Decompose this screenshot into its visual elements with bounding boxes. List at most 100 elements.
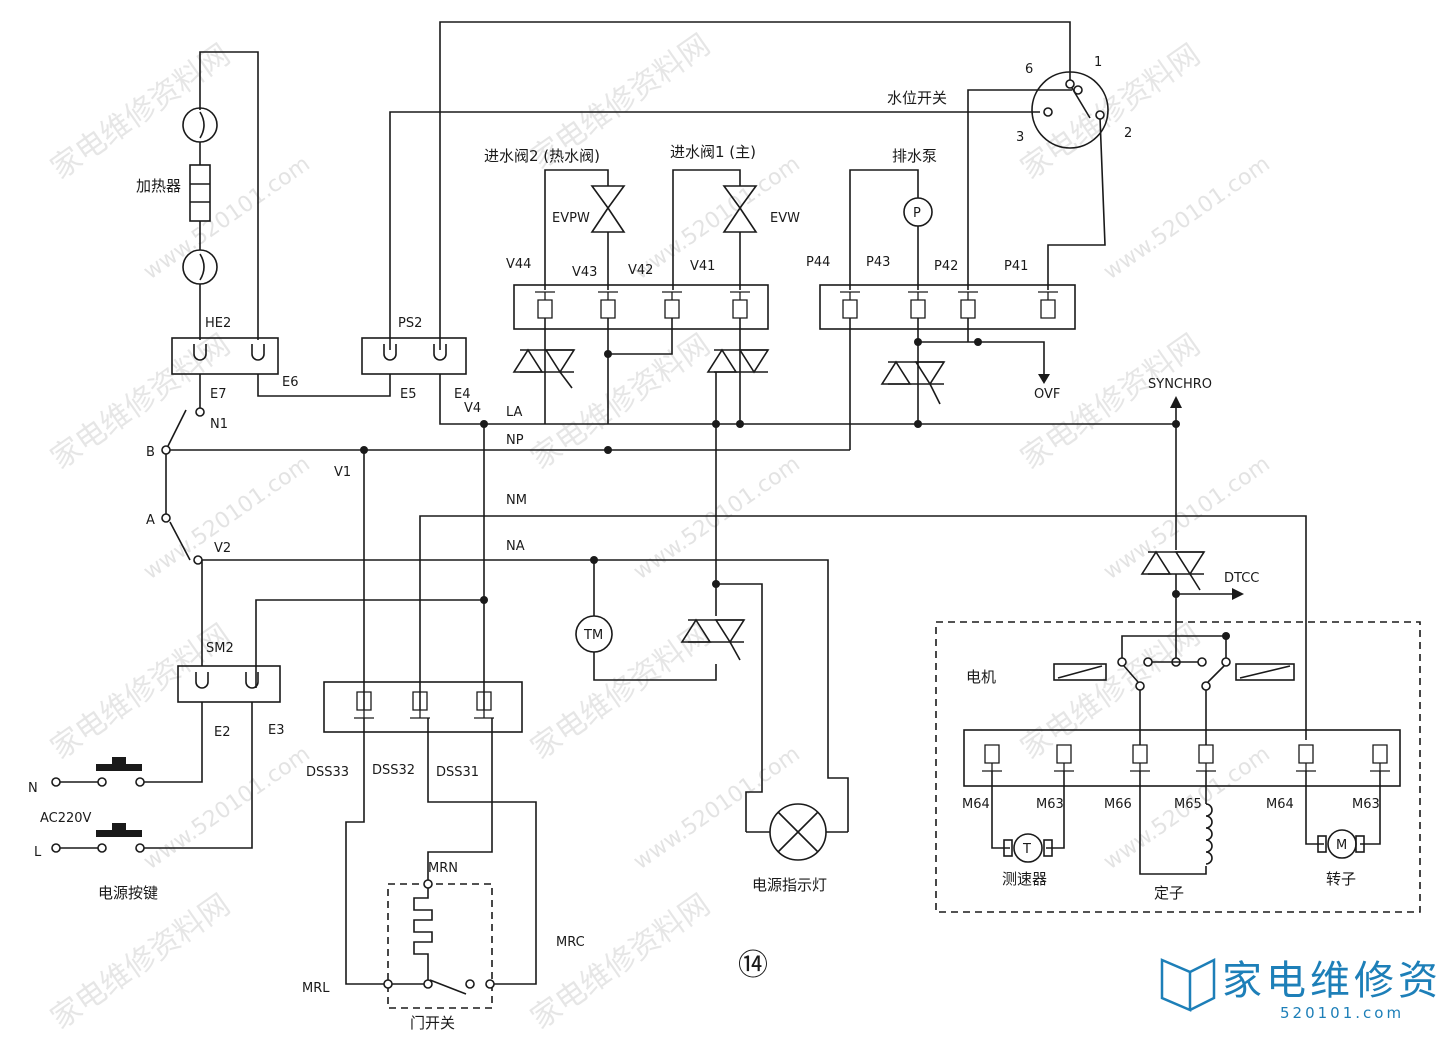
switch-terminal-3 [1043,107,1053,117]
svg-text:MRL: MRL [302,981,330,996]
watermark-text: 家电维修资料网 [525,887,717,1036]
watermark-layer: 家电维修资料网 www.520101.com 家电维修资料网 www.52010… [45,27,1275,1036]
svg-text:V42: V42 [628,263,653,278]
watermark-text: 家电维修资料网 [45,327,237,476]
heater-element-icon [189,164,211,222]
valve-icon [590,185,626,233]
logo-url: 520101.com [1280,1004,1404,1022]
svg-text:排水泵: 排水泵 [892,147,937,165]
svg-text:V1: V1 [334,465,351,480]
svg-text:M64: M64 [1266,797,1294,812]
svg-text:进水阀1 (主): 进水阀1 (主) [670,143,756,161]
watermark-url: www.520101.com [629,451,805,584]
svg-text:V2: V2 [214,541,231,556]
terminal-b [161,445,171,455]
svg-text:P42: P42 [934,259,958,274]
svg-text:M65: M65 [1174,797,1202,812]
svg-text:SYNCHRO: SYNCHRO [1148,377,1212,392]
svg-text:N: N [28,781,38,796]
svg-text:进水阀2 (热水阀): 进水阀2 (热水阀) [484,147,600,165]
svg-text:B: B [146,445,155,460]
power-key: N AC220V L 电源按键 [28,757,158,902]
svg-text:P41: P41 [1004,259,1028,274]
svg-text:TM: TM [583,628,603,643]
watermark-text: 家电维修资料网 [45,887,237,1036]
door-switch: MRN MRC MRL 门开关 [302,861,585,1032]
svg-text:E4: E4 [454,387,471,402]
connector-he2: HE2 E7 E6 [171,316,299,402]
switch-label-3: 3 [1016,130,1024,145]
svg-text:NM: NM [506,493,527,508]
svg-text:DSS31: DSS31 [436,765,479,780]
svg-text:E3: E3 [268,723,285,738]
triac-central [680,424,763,832]
rotor-motor-icon [1327,829,1357,859]
svg-text:MRN: MRN [428,861,458,876]
svg-text:P: P [913,206,921,221]
svg-text:定子: 定子 [1154,884,1184,902]
switch-terminal-2 [1095,110,1105,120]
connector-ps2: PS2 E5 E4 [361,316,471,402]
svg-text:电源按键: 电源按键 [98,884,158,902]
svg-text:电机: 电机 [966,668,996,686]
motor-winding-icon [1235,663,1295,681]
terminal-a [161,513,171,523]
svg-text:V44: V44 [506,257,531,272]
heater-label: 加热器 [136,177,181,195]
svg-text:AC220V: AC220V [40,811,92,826]
svg-text:M64: M64 [962,797,990,812]
motor-winding-icon [1053,663,1107,681]
svg-text:门开关: 门开关 [410,1014,455,1032]
svg-text:E2: E2 [214,725,231,740]
svg-text:LA: LA [506,405,523,420]
watermark-text: 家电维修资料网 [1015,617,1207,766]
triac-valve2 [512,318,576,424]
watermark-url: www.520101.com [139,151,315,284]
svg-text:DSS32: DSS32 [372,763,415,778]
site-logo: 家电维修资料网 520101.com [1160,957,1439,1022]
lamp-icon [769,803,827,861]
svg-text:P44: P44 [806,255,830,270]
svg-text:测速器: 测速器 [1002,870,1047,888]
svg-text:SM2: SM2 [206,641,234,656]
svg-text:N1: N1 [210,417,228,432]
pump-connector: P44 P43 P42 P41 [806,255,1076,330]
motor-triac: DTCC [1140,424,1259,636]
tachometer-icon [1013,833,1043,863]
watermark-text: 家电维修资料网 [45,617,237,766]
valve-connector: V44 V43 V42 V41 [506,257,769,330]
triac-pump [880,360,946,405]
svg-text:DSS33: DSS33 [306,765,349,780]
svg-text:HE2: HE2 [205,316,231,331]
svg-text:E5: E5 [400,387,417,402]
svg-text:PS2: PS2 [398,316,422,331]
power-lamp: 电源指示灯 [746,803,848,894]
switch-label-6: 6 [1025,62,1033,77]
svg-text:A: A [146,513,155,528]
svg-text:L: L [34,845,42,860]
watermark-url: www.520101.com [629,741,805,874]
svg-text:DTCC: DTCC [1224,571,1259,586]
svg-text:P43: P43 [866,255,890,270]
watermark-url: www.520101.com [1099,151,1275,284]
svg-text:转子: 转子 [1326,870,1356,888]
watermark-text: 家电维修资料网 [525,617,717,766]
svg-text:EVPW: EVPW [552,211,590,226]
door-connector: DSS33 DSS32 DSS31 [306,681,523,780]
svg-text:OVF: OVF [1034,387,1060,402]
watermark-text: 家电维修资料网 [45,37,237,186]
motor-module: 电机 M64 M63 M66 M65 M64 [935,621,1421,913]
triac-valve1 [706,318,770,424]
svg-text:T: T [1022,842,1031,857]
svg-text:M: M [1336,838,1347,853]
switch-label-2: 2 [1124,126,1132,141]
book-icon [1160,958,1192,1012]
svg-text:MRC: MRC [556,935,585,950]
watermark-url: www.520101.com [1099,451,1275,584]
figure-number: ⑭ [738,948,768,983]
terminal-n1 [195,407,205,417]
drain-pump: 排水泵 P [849,147,937,290]
svg-text:NP: NP [506,433,524,448]
svg-text:M63: M63 [1352,797,1380,812]
heater: 加热器 [136,107,218,340]
